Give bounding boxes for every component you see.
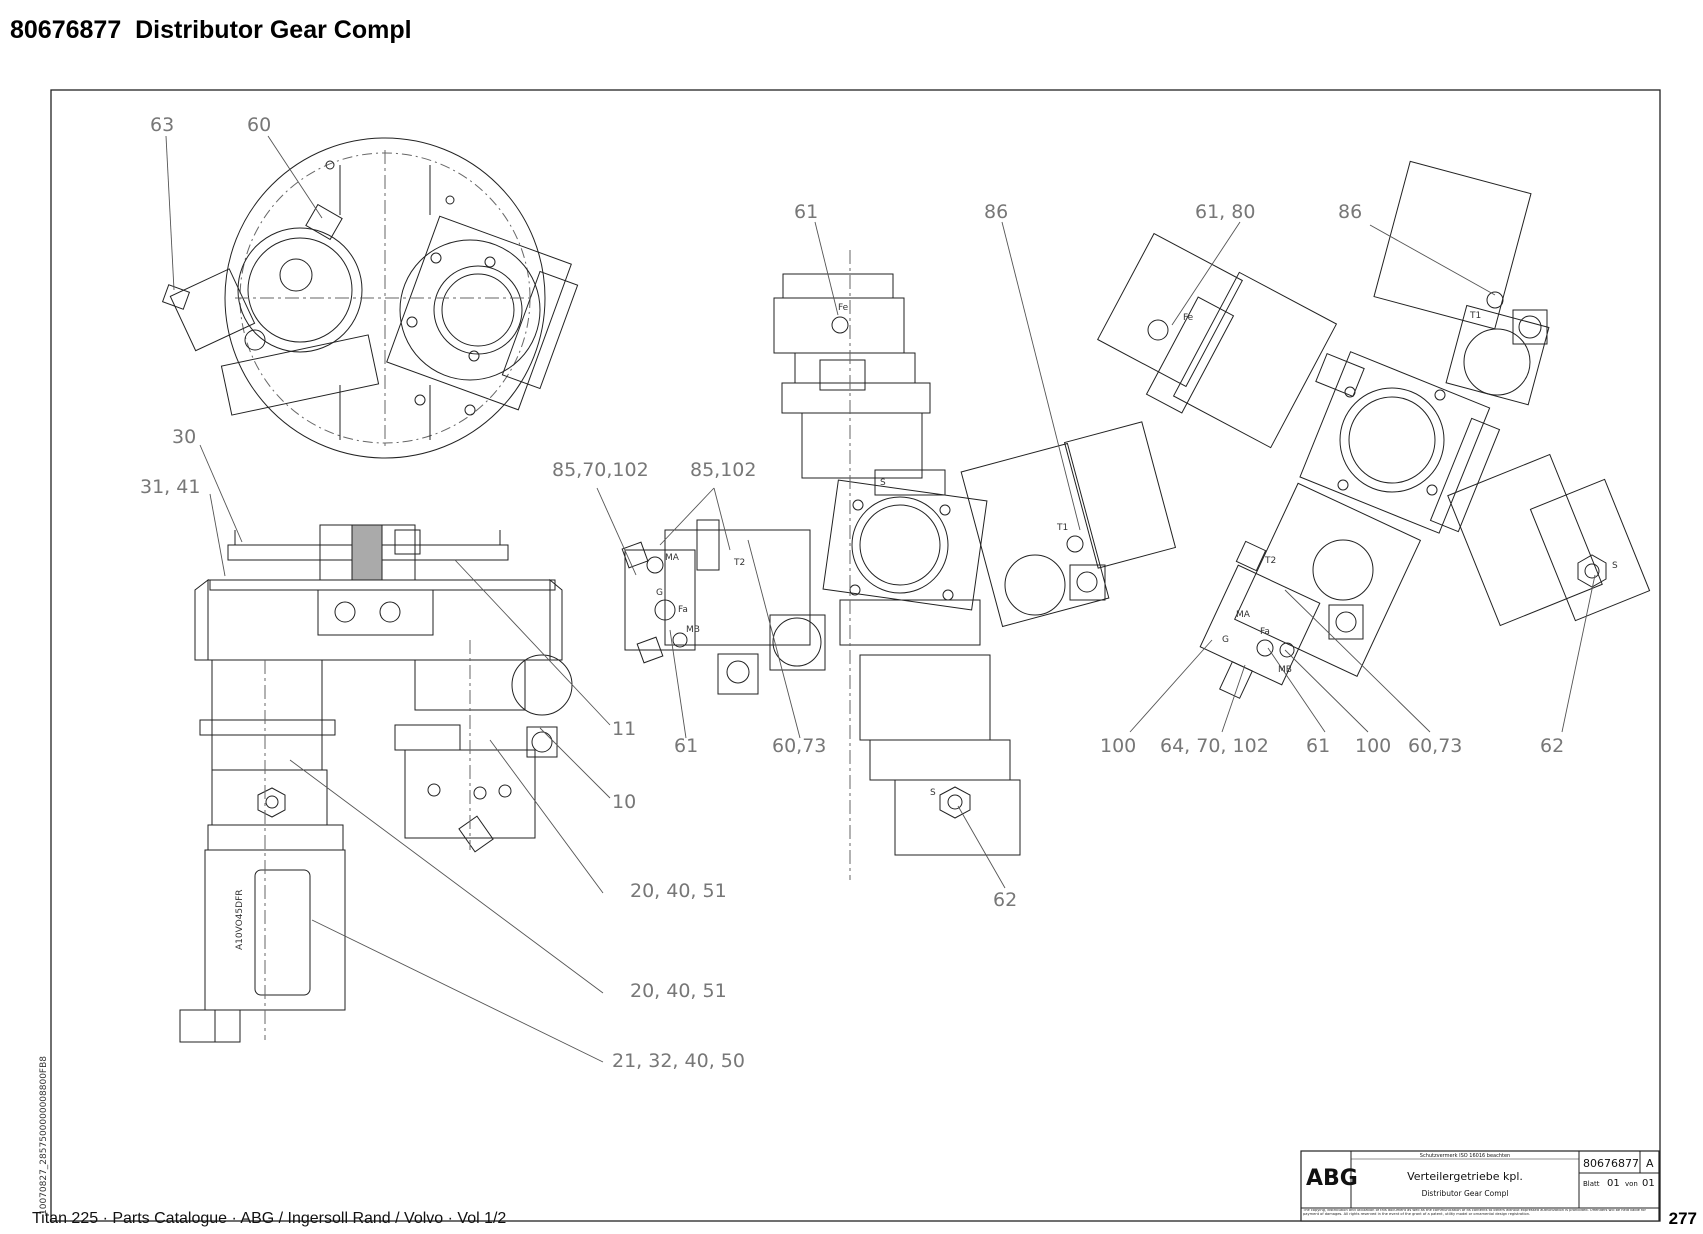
sheet-label: Blatt bbox=[1583, 1180, 1600, 1188]
callout-30: 30 bbox=[172, 426, 196, 448]
callout-21-32-40-50: 21, 32, 40, 50 bbox=[612, 1050, 745, 1072]
gearbox-top-view bbox=[161, 137, 579, 459]
callout-60-73-right: 60,73 bbox=[1408, 735, 1462, 757]
title-english: Distributor Gear Compl bbox=[1422, 1189, 1509, 1198]
of-label: von bbox=[1625, 1180, 1638, 1188]
right-exploded-assembly bbox=[1097, 160, 1651, 699]
page-number: 277 bbox=[1668, 1209, 1697, 1228]
callout-labels: 63 60 30 31, 41 61 86 61, 80 86 85,70,10… bbox=[140, 114, 1564, 1072]
callout-61-left: 61 bbox=[674, 735, 698, 757]
callout-61-80: 61, 80 bbox=[1195, 201, 1255, 223]
abg-logo: ABG bbox=[1306, 1166, 1358, 1191]
port-g: G bbox=[656, 588, 663, 598]
callout-100-left: 100 bbox=[1100, 735, 1136, 757]
gearbox-side-view bbox=[179, 524, 573, 1043]
callout-60: 60 bbox=[247, 114, 271, 136]
port-s-right: S bbox=[1612, 561, 1618, 571]
callout-63: 63 bbox=[150, 114, 174, 136]
callout-31-41: 31, 41 bbox=[140, 476, 200, 498]
title-block: ABG Schutzvermerk ISO 16016 beachten Ver… bbox=[1300, 1150, 1660, 1222]
copyright-notice: The copying, distribution and utilizatio… bbox=[1303, 1209, 1646, 1216]
callout-10: 10 bbox=[612, 791, 636, 813]
sheet-total: 01 bbox=[1642, 1178, 1655, 1189]
callout-61-top: 61 bbox=[794, 201, 818, 223]
callout-61-right: 61 bbox=[1306, 735, 1330, 757]
port-s-bottom: S bbox=[930, 788, 936, 798]
callout-100-right: 100 bbox=[1355, 735, 1391, 757]
port-mb-right: MB bbox=[1278, 665, 1292, 675]
drawing-frame bbox=[50, 89, 1661, 1222]
footer-text: Titan 225 · Parts Catalogue · ABG / Inge… bbox=[32, 1210, 507, 1227]
leader-lines bbox=[165, 135, 1596, 1063]
port-t2-right: T2 bbox=[1264, 556, 1276, 566]
page-title: 80676877 Distributor Gear Compl bbox=[10, 16, 412, 44]
port-fe-right: Fe bbox=[1183, 313, 1194, 323]
port-ma-right: MA bbox=[1236, 610, 1251, 620]
center-exploded-pumps bbox=[621, 250, 1177, 880]
port-fa: Fa bbox=[678, 605, 688, 615]
protection-note: Schutzvermerk ISO 16016 beachten bbox=[1420, 1153, 1510, 1159]
callout-86-right: 86 bbox=[1338, 201, 1362, 223]
port-fa-right: Fa bbox=[1260, 627, 1270, 637]
port-t2: T2 bbox=[733, 558, 745, 568]
port-labels: Fe Fe T1 T1 T2 T2 S S S MA MA G G Fa Fa … bbox=[235, 303, 1618, 950]
port-g-right: G bbox=[1222, 635, 1229, 645]
callout-62-center: 62 bbox=[993, 889, 1017, 911]
sheet-number: 01 bbox=[1607, 1178, 1620, 1189]
pump-model-label: A10VO45DFR bbox=[235, 889, 245, 950]
port-mb: MB bbox=[686, 625, 700, 635]
callout-20-40-51-b: 20, 40, 51 bbox=[630, 980, 727, 1002]
callout-85-102: 85,102 bbox=[690, 459, 756, 481]
port-fe: Fe bbox=[838, 303, 849, 313]
revision: A bbox=[1646, 1157, 1654, 1170]
port-t1: T1 bbox=[1056, 523, 1068, 533]
callout-11: 11 bbox=[612, 718, 636, 740]
side-code: 10070827_2857500000008800FB8 bbox=[39, 1056, 49, 1215]
port-ma: MA bbox=[665, 553, 680, 563]
callout-20-40-51-a: 20, 40, 51 bbox=[630, 880, 727, 902]
callout-85-70-102: 85,70,102 bbox=[552, 459, 649, 481]
drawing-number: 80676877 bbox=[1583, 1157, 1639, 1170]
callout-62-right: 62 bbox=[1540, 735, 1564, 757]
port-s-center: S bbox=[880, 478, 886, 488]
title-german: Verteilergetriebe kpl. bbox=[1407, 1170, 1523, 1183]
port-t1-right: T1 bbox=[1469, 311, 1481, 321]
callout-60-73-left: 60,73 bbox=[772, 735, 826, 757]
callout-86-center: 86 bbox=[984, 201, 1008, 223]
callout-64-70-102: 64, 70, 102 bbox=[1160, 735, 1269, 757]
